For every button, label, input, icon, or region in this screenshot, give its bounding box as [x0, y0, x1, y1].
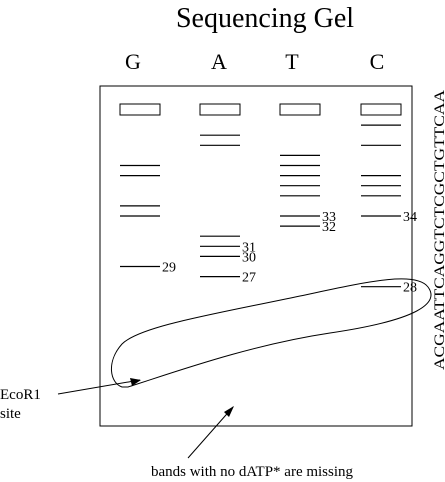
missing-note-arrowhead: [224, 406, 234, 417]
well-g: [119, 103, 161, 116]
band-number-label: 30: [242, 250, 256, 265]
band-number-label: 29: [162, 261, 176, 276]
gel-frame: [99, 85, 413, 427]
sequence-readout: ACGAATTCAGGTCTCGCTGTTCAA: [432, 90, 445, 370]
ecor1-arrowhead: [130, 378, 141, 386]
missing-note-arrow-line: [187, 406, 234, 459]
band-number-label: 34: [403, 210, 417, 225]
missing-bands-note: bands with no dATP* are missing: [151, 464, 354, 480]
diagram-title: Sequencing Gel: [176, 3, 354, 34]
lane-label-c: C: [370, 49, 385, 74]
band-number-label: 31: [242, 240, 256, 255]
ecor1-label-line1: EcoR1: [0, 387, 41, 403]
band-number-label: 33: [322, 210, 336, 225]
well-t: [279, 103, 321, 116]
well-c: [360, 103, 402, 116]
lane-label-a: A: [211, 49, 227, 74]
bands-layer: [120, 124, 401, 288]
lane-label-g: G: [125, 49, 141, 74]
ecor1-arrow-line: [57, 379, 141, 395]
missing-bands-outline: [111, 278, 432, 388]
ecor1-label-line2: site: [0, 406, 21, 422]
band-number-label: 28: [403, 281, 417, 296]
lane-label-t: T: [285, 49, 299, 74]
band-number-label: 27: [242, 271, 256, 286]
band-number-label: 32: [322, 220, 336, 235]
well-a: [199, 103, 241, 116]
